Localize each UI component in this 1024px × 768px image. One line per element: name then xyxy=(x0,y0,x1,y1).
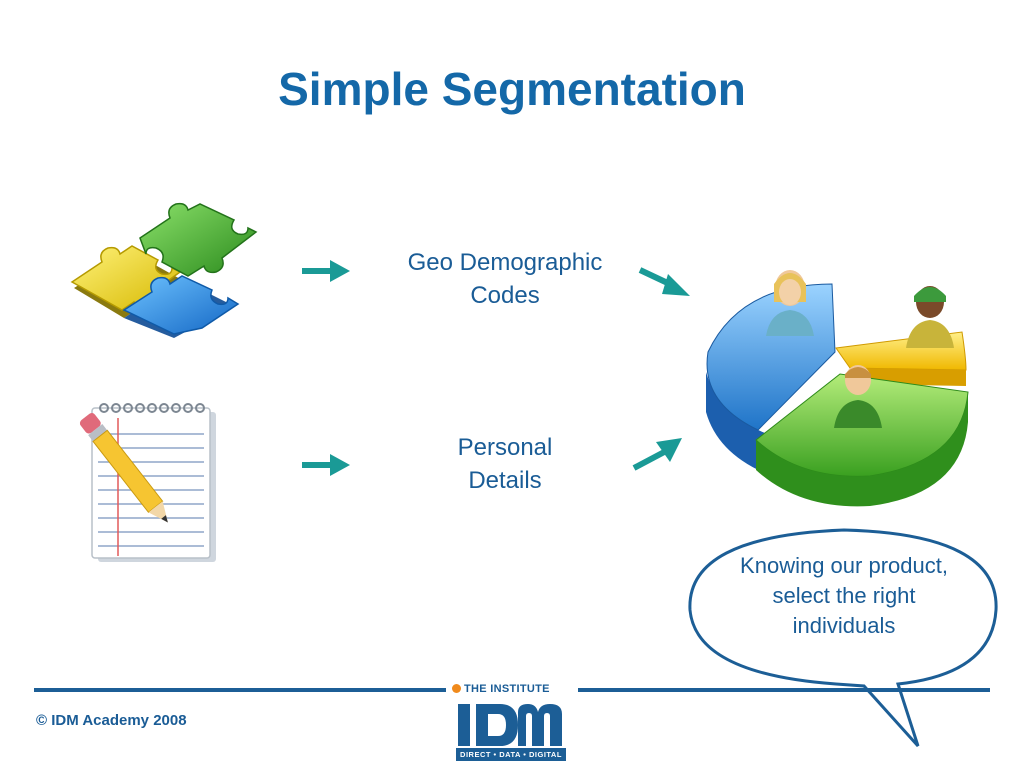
arrow-down-right-icon xyxy=(638,264,694,305)
puzzle-icon xyxy=(62,200,262,340)
copyright-text: © IDM Academy 2008 xyxy=(36,712,187,729)
geo-demographic-label: Geo Demographic Codes xyxy=(380,246,630,312)
slide-title: Simple Segmentation xyxy=(278,63,746,115)
logo-dot-icon xyxy=(452,684,461,693)
notepad-pencil-icon xyxy=(64,398,236,570)
callout-text: Knowing our product, select the right in… xyxy=(740,553,948,638)
logo-tagline: DIRECT • DATA • DIGITAL xyxy=(456,748,566,761)
arrow-right-icon xyxy=(300,450,352,485)
geo-demographic-text: Geo Demographic Codes xyxy=(407,249,603,309)
arrow-right-icon xyxy=(300,256,352,291)
logo-header-text: THE INSTITUTE xyxy=(464,683,550,695)
idm-wordmark-icon xyxy=(458,704,562,746)
personal-details-text: Personal Details xyxy=(457,434,553,494)
logo-header: THE INSTITUTE xyxy=(452,683,570,697)
personal-details-label: Personal Details xyxy=(425,431,585,497)
footer-rule-right xyxy=(578,688,990,692)
speech-bubble xyxy=(686,524,1006,754)
idm-logo: THE INSTITUTE DIRECT • DATA • DIGITAL xyxy=(452,680,570,764)
pie-chart-people-icon xyxy=(700,262,980,512)
arrow-up-right-icon xyxy=(630,434,686,479)
footer-rule-left xyxy=(34,688,446,692)
